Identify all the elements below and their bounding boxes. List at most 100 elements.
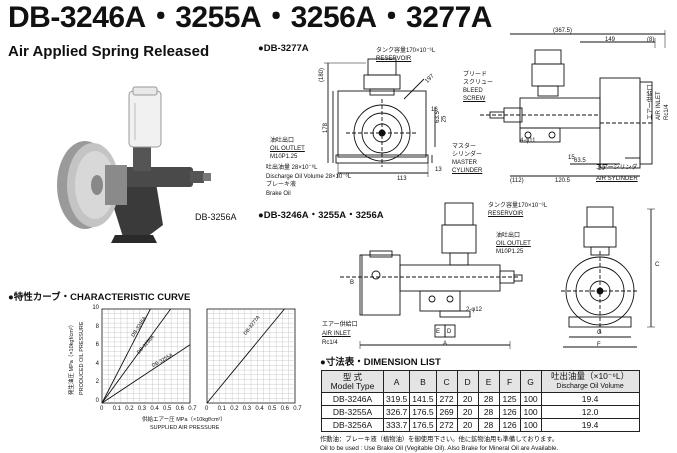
curve-series-line — [101, 344, 191, 404]
table-cell: 100 — [519, 405, 542, 419]
table-header-C: C — [435, 370, 458, 393]
page-title: DB-3246A・3255A・3256A・3277A — [8, 1, 492, 34]
oil-outlet-2-jp: 油吐出口 — [496, 233, 521, 239]
dim-180: (180) — [319, 67, 326, 83]
dim-label-C: C — [655, 262, 660, 268]
table-cell: DB-3246A — [321, 392, 384, 406]
table-cell: 326.7 — [382, 405, 411, 419]
table-cell: 100 — [519, 392, 542, 406]
oil-outlet-spec: M10P1.25 — [270, 154, 298, 160]
bleed-screw-en-2: SCREW — [463, 96, 486, 102]
diagram-3246-side-view — [340, 202, 523, 349]
y-tick-label: 8 — [95, 323, 99, 330]
table-header-D: D — [456, 370, 479, 393]
master-cyl-en-2: CYLINDER — [452, 168, 483, 174]
discharge-label-en: Discharge Oil Volume 28×10⁻⁶L — [266, 174, 352, 180]
x-tick-label: 0.1 — [112, 406, 121, 412]
table-cell: 176.5 — [409, 418, 437, 432]
oil-outlet-label-jp: 油吐出口 — [270, 138, 295, 144]
table-row: DB-3246A 319.5 141.5 272 20 28 125 100 1… — [321, 392, 640, 406]
curve-ylabel-jp: 発生油圧 MPa（×10kgf/cm²） — [69, 321, 75, 395]
reservoir-label-en: RESERVOIR — [376, 56, 412, 62]
diagram-3277-side-view — [480, 30, 666, 177]
x-tick-label: 0.4 — [255, 406, 264, 412]
table-header-A: A — [382, 370, 411, 393]
discharge-header-jp: 吐出油量（×10⁻⁶L） — [550, 371, 630, 382]
dim-20: 20 — [598, 166, 605, 172]
x-tick-label: 0.3 — [137, 406, 147, 412]
dim-120-5: 120.5 — [555, 178, 571, 184]
dim-16: 16 — [431, 107, 438, 113]
curve-series-label: DB-3277A — [243, 314, 262, 336]
table-cell: 126 — [498, 418, 521, 432]
dim-25: 25 — [441, 115, 448, 123]
table-cell: 319.5 — [382, 392, 411, 406]
air-inlet-en: AIR INLET — [656, 91, 662, 120]
dim-13: 13 — [435, 167, 442, 173]
model-header-jp: 型 式 — [342, 371, 363, 382]
table-cell: 176.5 — [409, 405, 437, 419]
master-cyl-en-1: MASTER — [452, 160, 478, 166]
curve-xlabel-jp: 供給エアー圧 MPa（×10kgf/cm²） — [142, 417, 226, 423]
dim-label-E: E — [436, 329, 441, 335]
dim-label-F: F — [597, 342, 601, 348]
x-tick-label: 0.6 — [280, 406, 289, 412]
table-row: DB-3256A 333.7 176.5 272 20 28 126 100 1… — [321, 418, 640, 432]
holes-2-phi-12: 2-φ12 — [466, 307, 482, 313]
page-subtitle: Air Applied Spring Released — [8, 43, 210, 60]
table-cell: 20 — [456, 405, 479, 419]
dim-63-5-b: 63.5 — [574, 158, 586, 164]
x-tick-label: 0.2 — [230, 406, 239, 412]
table-cell: 19.4 — [540, 418, 640, 432]
air-inlet-2-spec: Rc1/4 — [322, 340, 338, 346]
y-tick-label: 0 — [95, 397, 99, 404]
x-tick-label: 0.5 — [163, 406, 172, 412]
dim-8: (8) — [647, 37, 655, 43]
x-tick-label: 0.7 — [188, 406, 197, 412]
diagram-3277-front-view — [324, 58, 436, 177]
curve-ylabel-en: PRODUCED OIL PRESSURE — [79, 321, 85, 395]
table-cell: 20 — [456, 392, 479, 406]
curve-series-line — [101, 308, 172, 404]
table-header-B: B — [409, 370, 437, 393]
bleed-screw-jp-1: ブリード — [463, 72, 488, 78]
table-cell: 19.4 — [540, 392, 640, 406]
holes-4-phi-11: 4-φ11 — [520, 138, 536, 144]
brake-oil-label-en: Brake Oil — [266, 191, 291, 197]
discharge-label-jp: 吐出油量 28×10⁻⁶L — [266, 165, 318, 171]
table-cell: DB-3256A — [321, 418, 384, 432]
oil-outlet-2-spec: M10P1.25 — [496, 249, 524, 255]
master-cyl-jp-1: マスター — [452, 144, 477, 150]
dim-label-B: B — [350, 280, 355, 286]
table-header-F: F — [498, 370, 521, 393]
x-tick-label: 0 — [205, 406, 209, 412]
dimension-table: 型 式 Model Type A B C D E F G 吐出油量（×10⁻⁶L… — [321, 370, 640, 432]
air-cylinder-jp: エアーシリンダ — [596, 165, 638, 171]
dim-label-A: A — [443, 341, 448, 347]
x-tick-label: 0.5 — [268, 406, 277, 412]
dim-149: 149 — [605, 37, 616, 43]
curve-xlabel-en: SUPPLIED AIR PRESSURE — [150, 425, 220, 431]
dim-178: 178 — [323, 122, 330, 134]
table-header-G: G — [519, 370, 542, 393]
table-cell: 272 — [435, 418, 458, 432]
x-tick-label: 0.2 — [125, 406, 134, 412]
table-cell: 333.7 — [382, 418, 411, 432]
bleed-screw-jp-2: スクリュー — [463, 80, 494, 86]
table-cell: 125 — [498, 392, 521, 406]
x-tick-label: 0 — [100, 406, 104, 412]
diagram-3246-front-view — [561, 206, 655, 348]
dim-label-G: G — [597, 330, 602, 336]
table-cell: 28 — [477, 405, 500, 419]
oil-outlet-label-en: OIL OUTLET — [270, 146, 305, 152]
reservoir-2-en: RESERVOIR — [488, 211, 524, 217]
diagram-3277-heading: ●DB-3277A — [258, 43, 309, 54]
dim-label-D: D — [447, 329, 452, 335]
brake-oil-label-jp: ブレーキ液 — [266, 182, 297, 188]
table-cell: 12.0 — [540, 405, 640, 419]
air-inlet-2-en: AIR INLET — [322, 331, 351, 337]
y-tick-label: 4 — [95, 360, 99, 367]
air-inlet-jp: エアー供給口 — [648, 84, 654, 120]
oil-note-en: Oil to be used : Use Brake Oil (Vegitabl… — [320, 445, 559, 452]
